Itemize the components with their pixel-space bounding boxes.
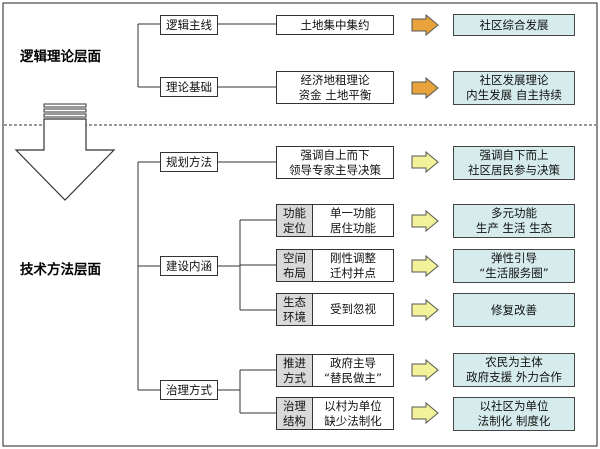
promotion-new-line-2: 政府支援 外力合作 <box>466 370 562 384</box>
governance-structure-sub-box: 治理 结构 <box>277 398 313 429</box>
space-old-line-1: 刚性调整 <box>330 250 376 265</box>
space-old-line-2: 迁村并点 <box>330 265 376 280</box>
ecology-sub-line-2: 环境 <box>283 309 306 324</box>
function-row-old-box: 功能 定位 单一功能 居住功能 <box>276 204 394 237</box>
right-arrow-icon <box>411 299 439 321</box>
governance-method-label: 治理方式 <box>166 382 212 397</box>
function-new-line-2: 生产 生活 生态 <box>475 221 553 235</box>
theory-basis-old-line-2: 资金 土地平衡 <box>298 87 372 102</box>
ecology-environment-sub-box: 生态 环境 <box>277 294 313 325</box>
theory-basis-new-line-2: 内生发展 自主持续 <box>466 88 562 102</box>
function-new-box: 多元功能 生产 生活 生态 <box>453 204 575 238</box>
theory-basis-box: 理论基础 <box>160 77 218 97</box>
promotion-row-old-box: 推进 方式 政府主导 “替民做主” <box>276 354 394 387</box>
structure-row-old-box: 治理 结构 以村为单位 缺少法制化 <box>276 397 394 430</box>
function-new-line-1: 多元功能 <box>491 206 537 220</box>
layer-label-theory: 逻辑理论层面 <box>20 49 101 65</box>
structure-sub-line-1: 治理 <box>283 398 306 413</box>
function-position-sub-box: 功能 定位 <box>277 205 313 236</box>
structure-new-line-1: 以社区为单位 <box>479 399 549 413</box>
structure-old-line-2: 缺少法制化 <box>324 413 382 428</box>
promotion-new-line-1: 农民为主体 <box>485 355 543 369</box>
governance-method-box: 治理方式 <box>160 380 218 400</box>
space-new-box: 弹性引导 “生活服务圈” <box>453 249 575 283</box>
right-arrow-icon <box>411 359 439 381</box>
right-arrow-icon <box>411 151 439 173</box>
right-arrow-icon <box>411 255 439 277</box>
structure-new-box: 以社区为单位 法制化 制度化 <box>453 397 575 431</box>
promotion-new-box: 农民为主体 政府支援 外力合作 <box>453 353 575 387</box>
planning-method-label: 规划方法 <box>166 154 212 169</box>
space-row-old-box: 空间 布局 刚性调整 迁村并点 <box>276 249 394 282</box>
right-arrow-icon <box>411 14 439 36</box>
planning-old-line-1: 强调自上而下 <box>300 147 370 162</box>
promotion-way-sub-box: 推进 方式 <box>277 355 313 386</box>
promotion-sub-line-1: 推进 <box>283 355 306 370</box>
function-old-line-2: 居住功能 <box>330 220 376 235</box>
construction-content-label: 建设内涵 <box>166 258 212 273</box>
theory-basis-old-line-1: 经济地租理论 <box>300 72 370 87</box>
ecology-row-old-box: 生态 环境 受到忽视 <box>276 293 394 326</box>
space-layout-sub-line-2: 布局 <box>283 265 306 280</box>
planning-old-box: 强调自上而下 领导专家主导决策 <box>276 146 394 179</box>
promotion-old-line-1: 政府主导 <box>329 355 376 370</box>
ecology-sub-line-1: 生态 <box>283 294 306 309</box>
planning-old-line-2: 领导专家主导决策 <box>289 162 381 177</box>
logic-main-line-old-box: 土地集中集约 <box>276 15 394 35</box>
planning-new-line-2: 社区居民参与决策 <box>468 163 560 177</box>
theory-basis-label: 理论基础 <box>166 79 212 94</box>
ecology-new-line-1: 修复改善 <box>491 302 537 317</box>
function-position-sub-line-2: 定位 <box>283 220 306 235</box>
theory-basis-new-line-1: 社区发展理论 <box>479 73 549 87</box>
structure-old-text: 以村为单位 缺少法制化 <box>313 398 393 429</box>
logic-main-line-new-text: 社区综合发展 <box>479 17 549 32</box>
logic-main-line-old-text: 土地集中集约 <box>300 17 370 32</box>
planning-new-box: 强调自下而上 社区居民参与决策 <box>453 146 575 180</box>
function-old-line-1: 单一功能 <box>330 205 376 220</box>
space-layout-sub-line-1: 空间 <box>283 250 306 265</box>
planning-method-box: 规划方法 <box>160 152 218 172</box>
ecology-old-line-1: 受到忽视 <box>330 302 376 316</box>
right-arrow-icon <box>411 210 439 232</box>
ecology-new-box: 修复改善 <box>453 293 575 327</box>
space-new-line-1: 弹性引导 <box>490 251 537 265</box>
space-layout-sub-box: 空间 布局 <box>277 250 313 281</box>
ecology-old-text: 受到忽视 <box>313 294 393 325</box>
layer-label-method: 技术方法层面 <box>20 262 101 278</box>
construction-content-box: 建设内涵 <box>160 256 218 276</box>
right-arrow-icon <box>411 402 439 424</box>
planning-new-line-1: 强调自下而上 <box>479 148 549 162</box>
logic-main-line-label: 逻辑主线 <box>166 17 212 32</box>
theory-basis-new-box: 社区发展理论 内生发展 自主持续 <box>453 71 575 105</box>
space-new-line-2: “生活服务圈” <box>479 266 549 280</box>
structure-old-line-1: 以村为单位 <box>324 398 382 413</box>
promotion-sub-line-2: 方式 <box>283 370 306 385</box>
right-arrow-icon <box>411 77 439 99</box>
transition-down-arrow <box>14 103 116 201</box>
function-old-text: 单一功能 居住功能 <box>313 205 393 236</box>
structure-sub-line-2: 结构 <box>283 413 306 428</box>
function-position-sub-line-1: 功能 <box>283 205 306 220</box>
structure-new-line-2: 法制化 制度化 <box>477 414 551 428</box>
theory-basis-old-box: 经济地租理论 资金 土地平衡 <box>276 71 394 104</box>
space-old-text: 刚性调整 迁村并点 <box>313 250 393 281</box>
promotion-old-text: 政府主导 “替民做主” <box>313 355 393 386</box>
logic-main-line-new-box: 社区综合发展 <box>453 14 575 36</box>
promotion-old-line-2: “替民做主” <box>324 370 382 385</box>
logic-main-line-box: 逻辑主线 <box>160 15 218 35</box>
